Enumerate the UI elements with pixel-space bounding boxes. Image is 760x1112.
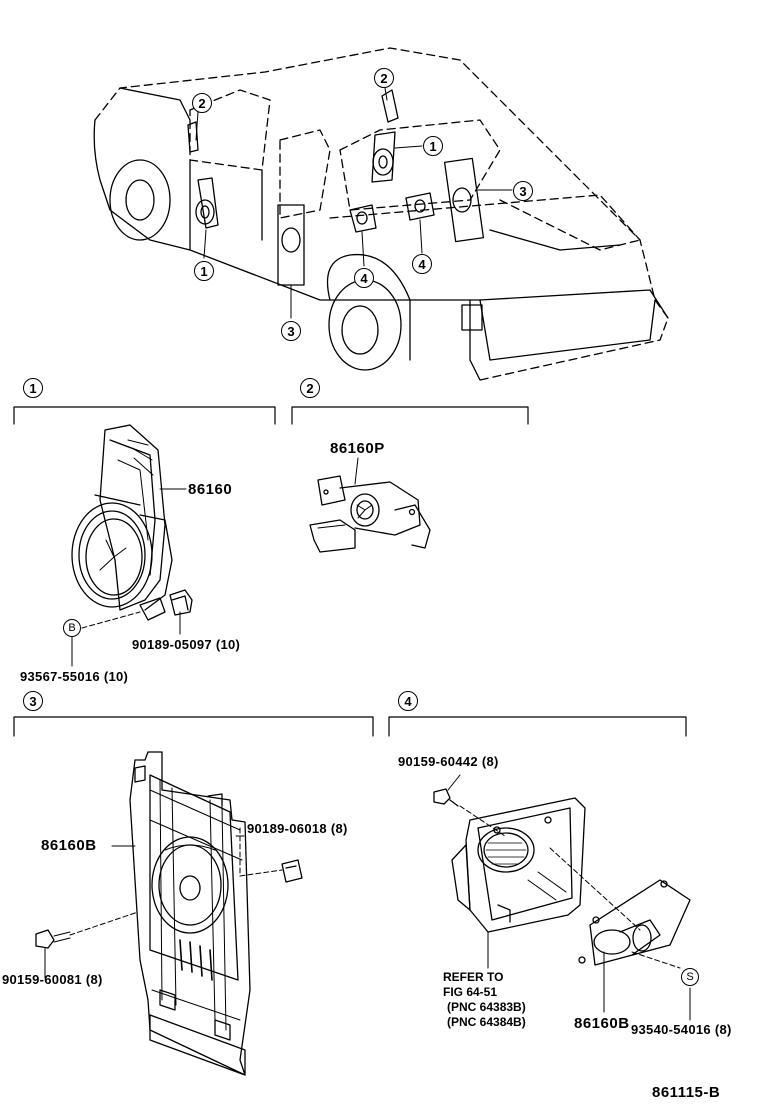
label-86160p: 86160P	[330, 440, 385, 457]
bolt-part-9015960081	[35, 929, 71, 949]
callout-3-left-panel: 3	[281, 321, 301, 341]
bolt-part-9015960442	[433, 788, 459, 807]
symbol-s: S	[681, 968, 699, 986]
callout-1-rear-speaker: 1	[423, 136, 443, 156]
label-93540-54016: 93540-54016 (8)	[631, 1022, 732, 1037]
label-86160: 86160	[188, 481, 233, 498]
label-pnc-64384b: (PNC 64384B)	[447, 1015, 526, 1029]
vehicle-tweeter-front	[187, 121, 199, 153]
label-90189-06018: 90189-06018 (8)	[247, 821, 348, 836]
label-90159-60081: 90159-60081 (8)	[2, 972, 103, 987]
vehicle-outline	[93, 47, 669, 381]
vehicle-speaker-rear-door	[371, 131, 396, 183]
figure-number: 861115-B	[652, 1084, 721, 1101]
tweeter-housing	[451, 797, 586, 933]
vehicle-speaker-front	[195, 177, 219, 229]
section1-leaders	[71, 488, 187, 667]
section-brackets	[13, 406, 687, 737]
symbol-b: B	[63, 619, 81, 637]
label-refer-to-line2: FIG 64-51	[443, 985, 498, 999]
label-86160b-tweeter: 86160B	[574, 1015, 630, 1032]
clip-part-9018905097	[169, 589, 193, 616]
callout-4-right-box: 4	[412, 254, 432, 274]
door-speaker-assembly	[71, 424, 173, 621]
label-refer-to-line1: REFER TO	[443, 970, 504, 984]
vehicle-tweeter-boxes	[349, 192, 435, 233]
panel-speaker-assembly	[129, 751, 251, 1076]
callout-4-left-box: 4	[354, 268, 374, 288]
clip-part-9018906018	[281, 859, 303, 883]
label-90159-60442: 90159-60442 (8)	[398, 754, 499, 769]
section2-leaders	[354, 457, 359, 485]
section3-leaders	[44, 827, 283, 979]
label-pnc-64383b: (PNC 64383B)	[447, 1000, 526, 1014]
tweeter-speaker-86160b	[578, 879, 691, 966]
callout-2-rear-tweeter: 2	[374, 68, 394, 88]
section-2-marker: 2	[300, 378, 320, 398]
label-93567-55016: 93567-55016 (10)	[20, 669, 129, 684]
vehicle-tweeter-top	[381, 89, 399, 123]
overview-leaders	[195, 87, 513, 319]
label-90189-05097: 90189-05097 (10)	[132, 637, 241, 652]
callout-3-right-panel: 3	[513, 181, 533, 201]
callout-2-front-tweeter: 2	[192, 93, 212, 113]
section-1-marker: 1	[23, 378, 43, 398]
section4-leaders	[447, 774, 691, 1021]
section-4-marker: 4	[398, 691, 418, 711]
vehicle-panel-speaker-right	[443, 157, 485, 243]
tweeter-assembly	[309, 475, 431, 553]
section-3-marker: 3	[23, 691, 43, 711]
label-86160b-panel: 86160B	[41, 837, 97, 854]
callout-1-front-speaker: 1	[194, 261, 214, 281]
